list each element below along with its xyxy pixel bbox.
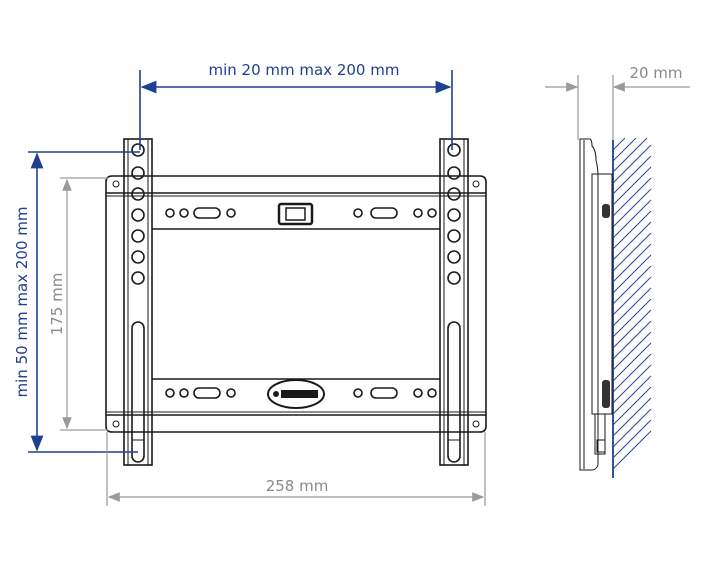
hatch-line — [612, 221, 652, 261]
front-view — [105, 138, 487, 466]
dimension-horizontal-vesa: min 20 mm max 200 mm — [139, 61, 453, 150]
hatch-line — [612, 188, 652, 228]
dimension-plate-width: 258 mm — [106, 432, 486, 506]
hatch-line — [612, 232, 652, 272]
right-vertical-bracket — [439, 138, 469, 466]
hatch-line — [612, 137, 648, 173]
side-view: 20 mm — [545, 64, 690, 478]
hatch-line — [612, 331, 652, 371]
hatch-line — [612, 397, 652, 437]
hatch-line — [612, 137, 626, 151]
hatch-line — [612, 364, 652, 404]
wall-hatch — [612, 137, 652, 470]
dimension-vertical-vesa: min 50 mm max 200 mm — [13, 151, 140, 453]
hatch-line — [612, 408, 652, 448]
hatch-line — [612, 419, 652, 459]
hatch-line — [612, 386, 652, 426]
hatch-line — [612, 342, 652, 382]
dimension-plate-height: 175 mm — [48, 177, 108, 431]
vertical-vesa-label: min 50 mm max 200 mm — [13, 207, 31, 398]
hatch-line — [612, 210, 652, 250]
hatch-line — [612, 243, 652, 283]
hatch-line — [612, 309, 652, 349]
hatch-line — [612, 199, 652, 239]
hatch-line — [612, 254, 652, 294]
hatch-line — [612, 298, 652, 338]
brand-logo — [267, 379, 325, 409]
tv-panel-side — [579, 138, 613, 471]
hatch-line — [612, 320, 652, 360]
left-vertical-bracket — [123, 138, 153, 466]
hatch-line — [612, 287, 652, 327]
hatch-line — [612, 155, 652, 195]
hatch-line — [612, 144, 652, 184]
horizontal-vesa-label: min 20 mm max 200 mm — [209, 61, 400, 79]
hatch-line — [612, 137, 637, 162]
hatch-line — [612, 265, 652, 305]
hatch-line — [612, 177, 652, 217]
plate-width-label: 258 mm — [266, 477, 329, 495]
dimension-wall-distance: 20 mm — [545, 64, 690, 140]
hatch-line — [612, 430, 652, 470]
plate-height-label: 175 mm — [48, 273, 66, 336]
hatch-line — [612, 166, 652, 206]
hatch-line — [612, 375, 652, 415]
wall-distance-label: 20 mm — [629, 64, 682, 82]
hatch-line — [612, 353, 652, 393]
hatch-line — [612, 276, 652, 316]
level-bubble — [277, 202, 314, 226]
